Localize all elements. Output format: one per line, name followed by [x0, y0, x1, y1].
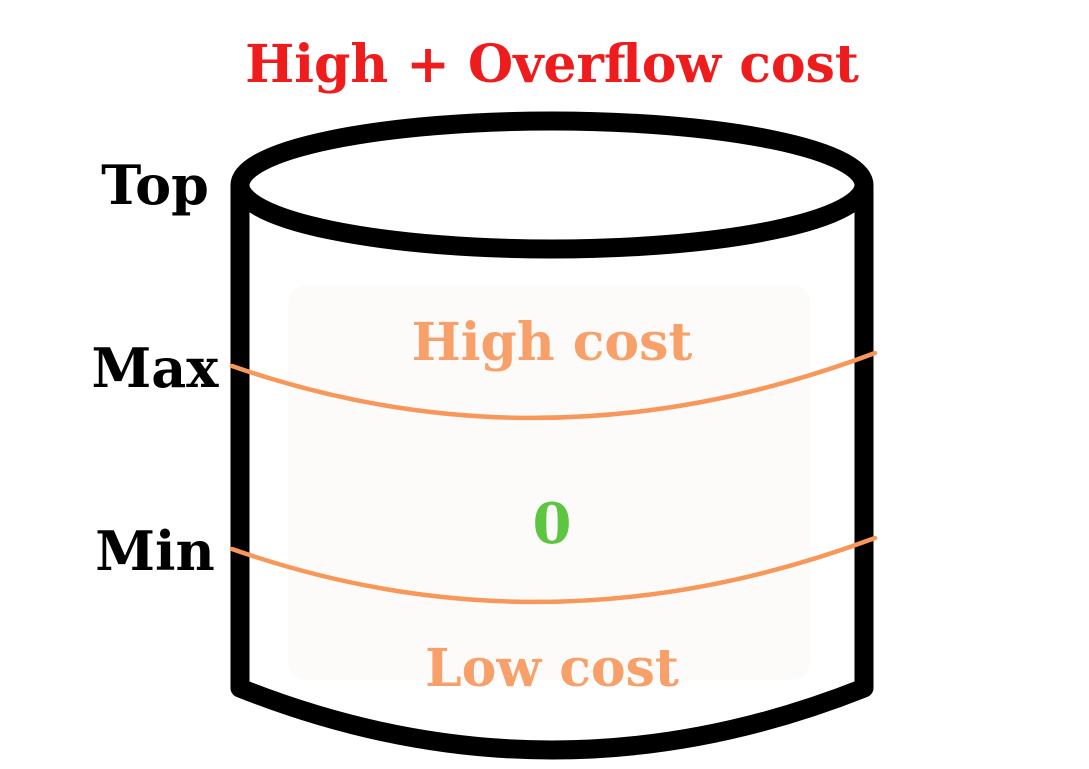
- tank-body-outline: [230, 176, 874, 760]
- max-level-line: [229, 350, 878, 421]
- diagram-title: High + Overflow cost: [245, 34, 859, 95]
- level-label-min: Min: [95, 519, 215, 583]
- tank-top-ellipse: [230, 111, 874, 259]
- zone-label-optimal: 0: [533, 491, 572, 557]
- tank-inner-fill: [288, 285, 810, 680]
- min-level-line: [229, 535, 878, 605]
- level-label-top: Top: [101, 153, 209, 217]
- zone-label-low-cost: Low cost: [425, 638, 679, 699]
- zone-label-high-cost: High cost: [412, 312, 693, 373]
- level-label-max: Max: [92, 336, 220, 400]
